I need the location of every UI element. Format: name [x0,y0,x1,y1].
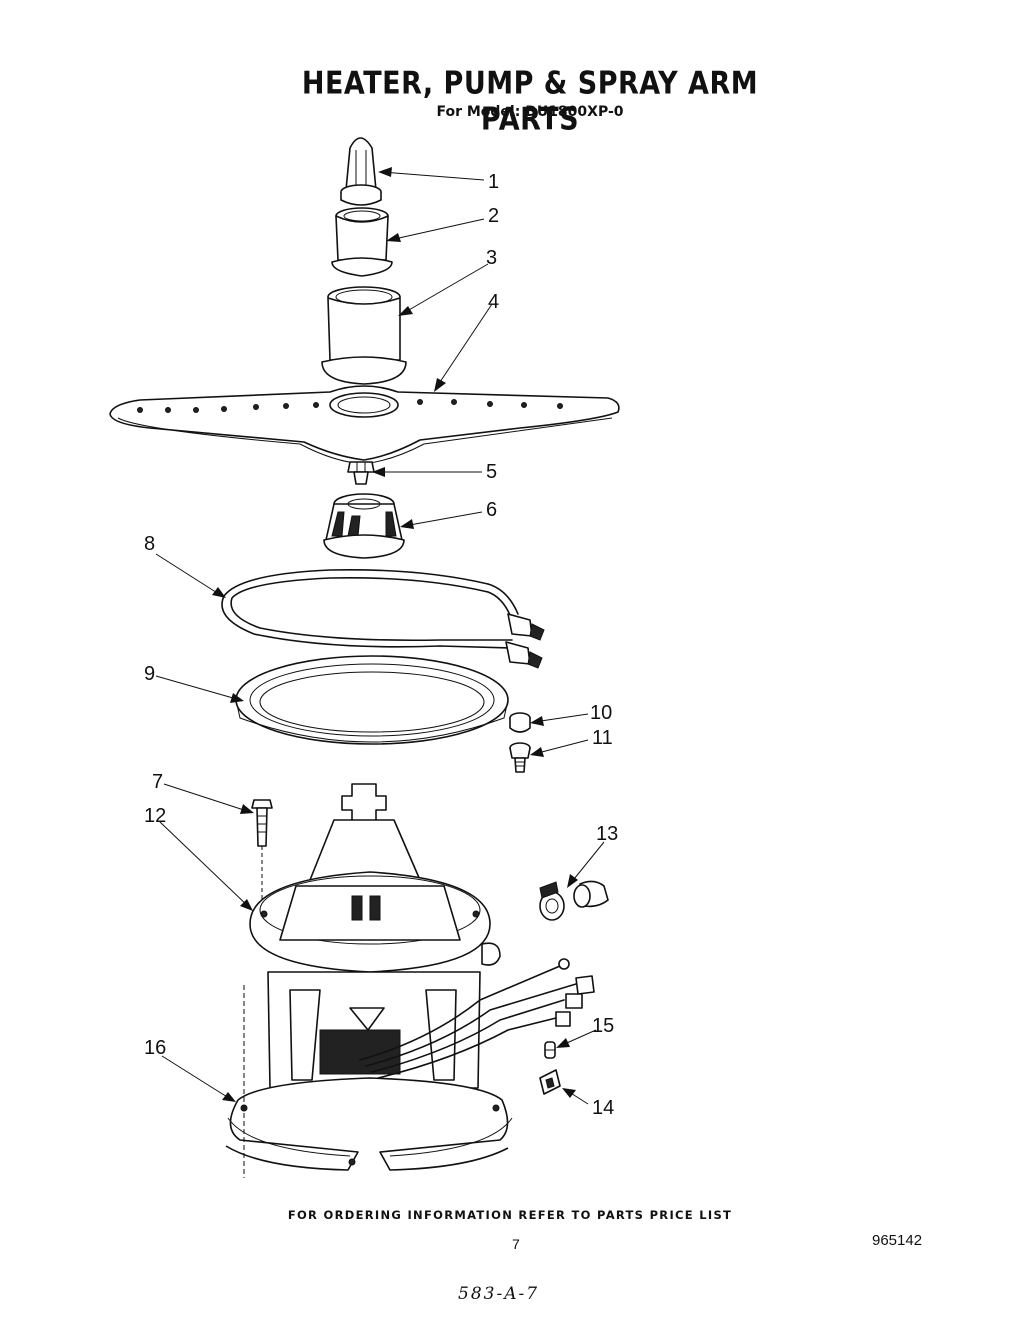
callout-8: 8 [144,533,156,555]
callout-15: 15 [592,1015,615,1037]
part-9-gasket [235,655,509,745]
callout-6: 6 [486,499,498,521]
part-14-clip [539,1069,561,1095]
part-8-heating-element [221,568,545,669]
part-7-bolt [251,799,273,900]
part-4-spray-arm [109,385,620,465]
part-12-pump-assembly [249,783,501,973]
part-2-bearing-cylinder [331,207,393,277]
callout-4: 4 [488,291,500,313]
part-6-filter-housing [323,493,405,559]
callout-9: 9 [144,663,156,685]
part-1-spray-tube [340,137,382,206]
part-10-nut [509,712,531,733]
callout-12: 12 [144,805,167,827]
part-11-screw [509,742,531,773]
page-title: HEATER, PUMP & SPRAY ARM PARTS [301,66,759,138]
callout-10: 10 [590,702,613,724]
ordering-footer: FOR ORDERING INFORMATION REFER TO PARTS … [287,1208,733,1222]
part-16-base-ring [225,985,513,1178]
callout-leaders [155,167,605,1105]
part-15-grommet [544,1041,556,1059]
part-3-tower-cylinder [321,286,407,385]
part-5-screw [347,461,375,485]
callout-16: 16 [144,1037,167,1059]
callout-11: 11 [592,727,613,749]
callout-7: 7 [152,771,164,793]
callout-1: 1 [488,171,500,193]
handwritten-note: 583-A-7 [458,1284,540,1304]
callout-14: 14 [592,1097,615,1119]
callout-2: 2 [488,205,500,227]
callout-3: 3 [486,247,498,269]
callout-5: 5 [486,461,498,483]
part-13-coupling [539,880,609,921]
document-number: 965142 [872,1232,923,1249]
model-subtitle: For Model: DU1800XP-0 [436,104,624,120]
page-number: 7 [512,1236,520,1252]
callout-13: 13 [596,823,619,845]
pump-motor [267,958,595,1089]
